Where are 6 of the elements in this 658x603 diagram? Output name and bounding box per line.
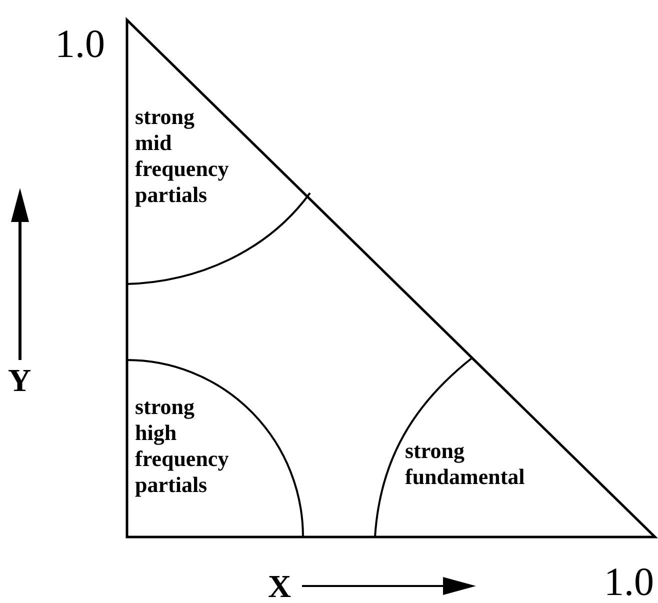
- axis-max-label: 1.0: [604, 562, 654, 602]
- region-label: strong mid frequency partials: [135, 104, 229, 208]
- axis-max-label: 1.0: [55, 24, 105, 64]
- region-label: strong fundamental: [405, 438, 525, 490]
- axis-label: X: [268, 570, 292, 602]
- axis-label: Y: [8, 364, 32, 396]
